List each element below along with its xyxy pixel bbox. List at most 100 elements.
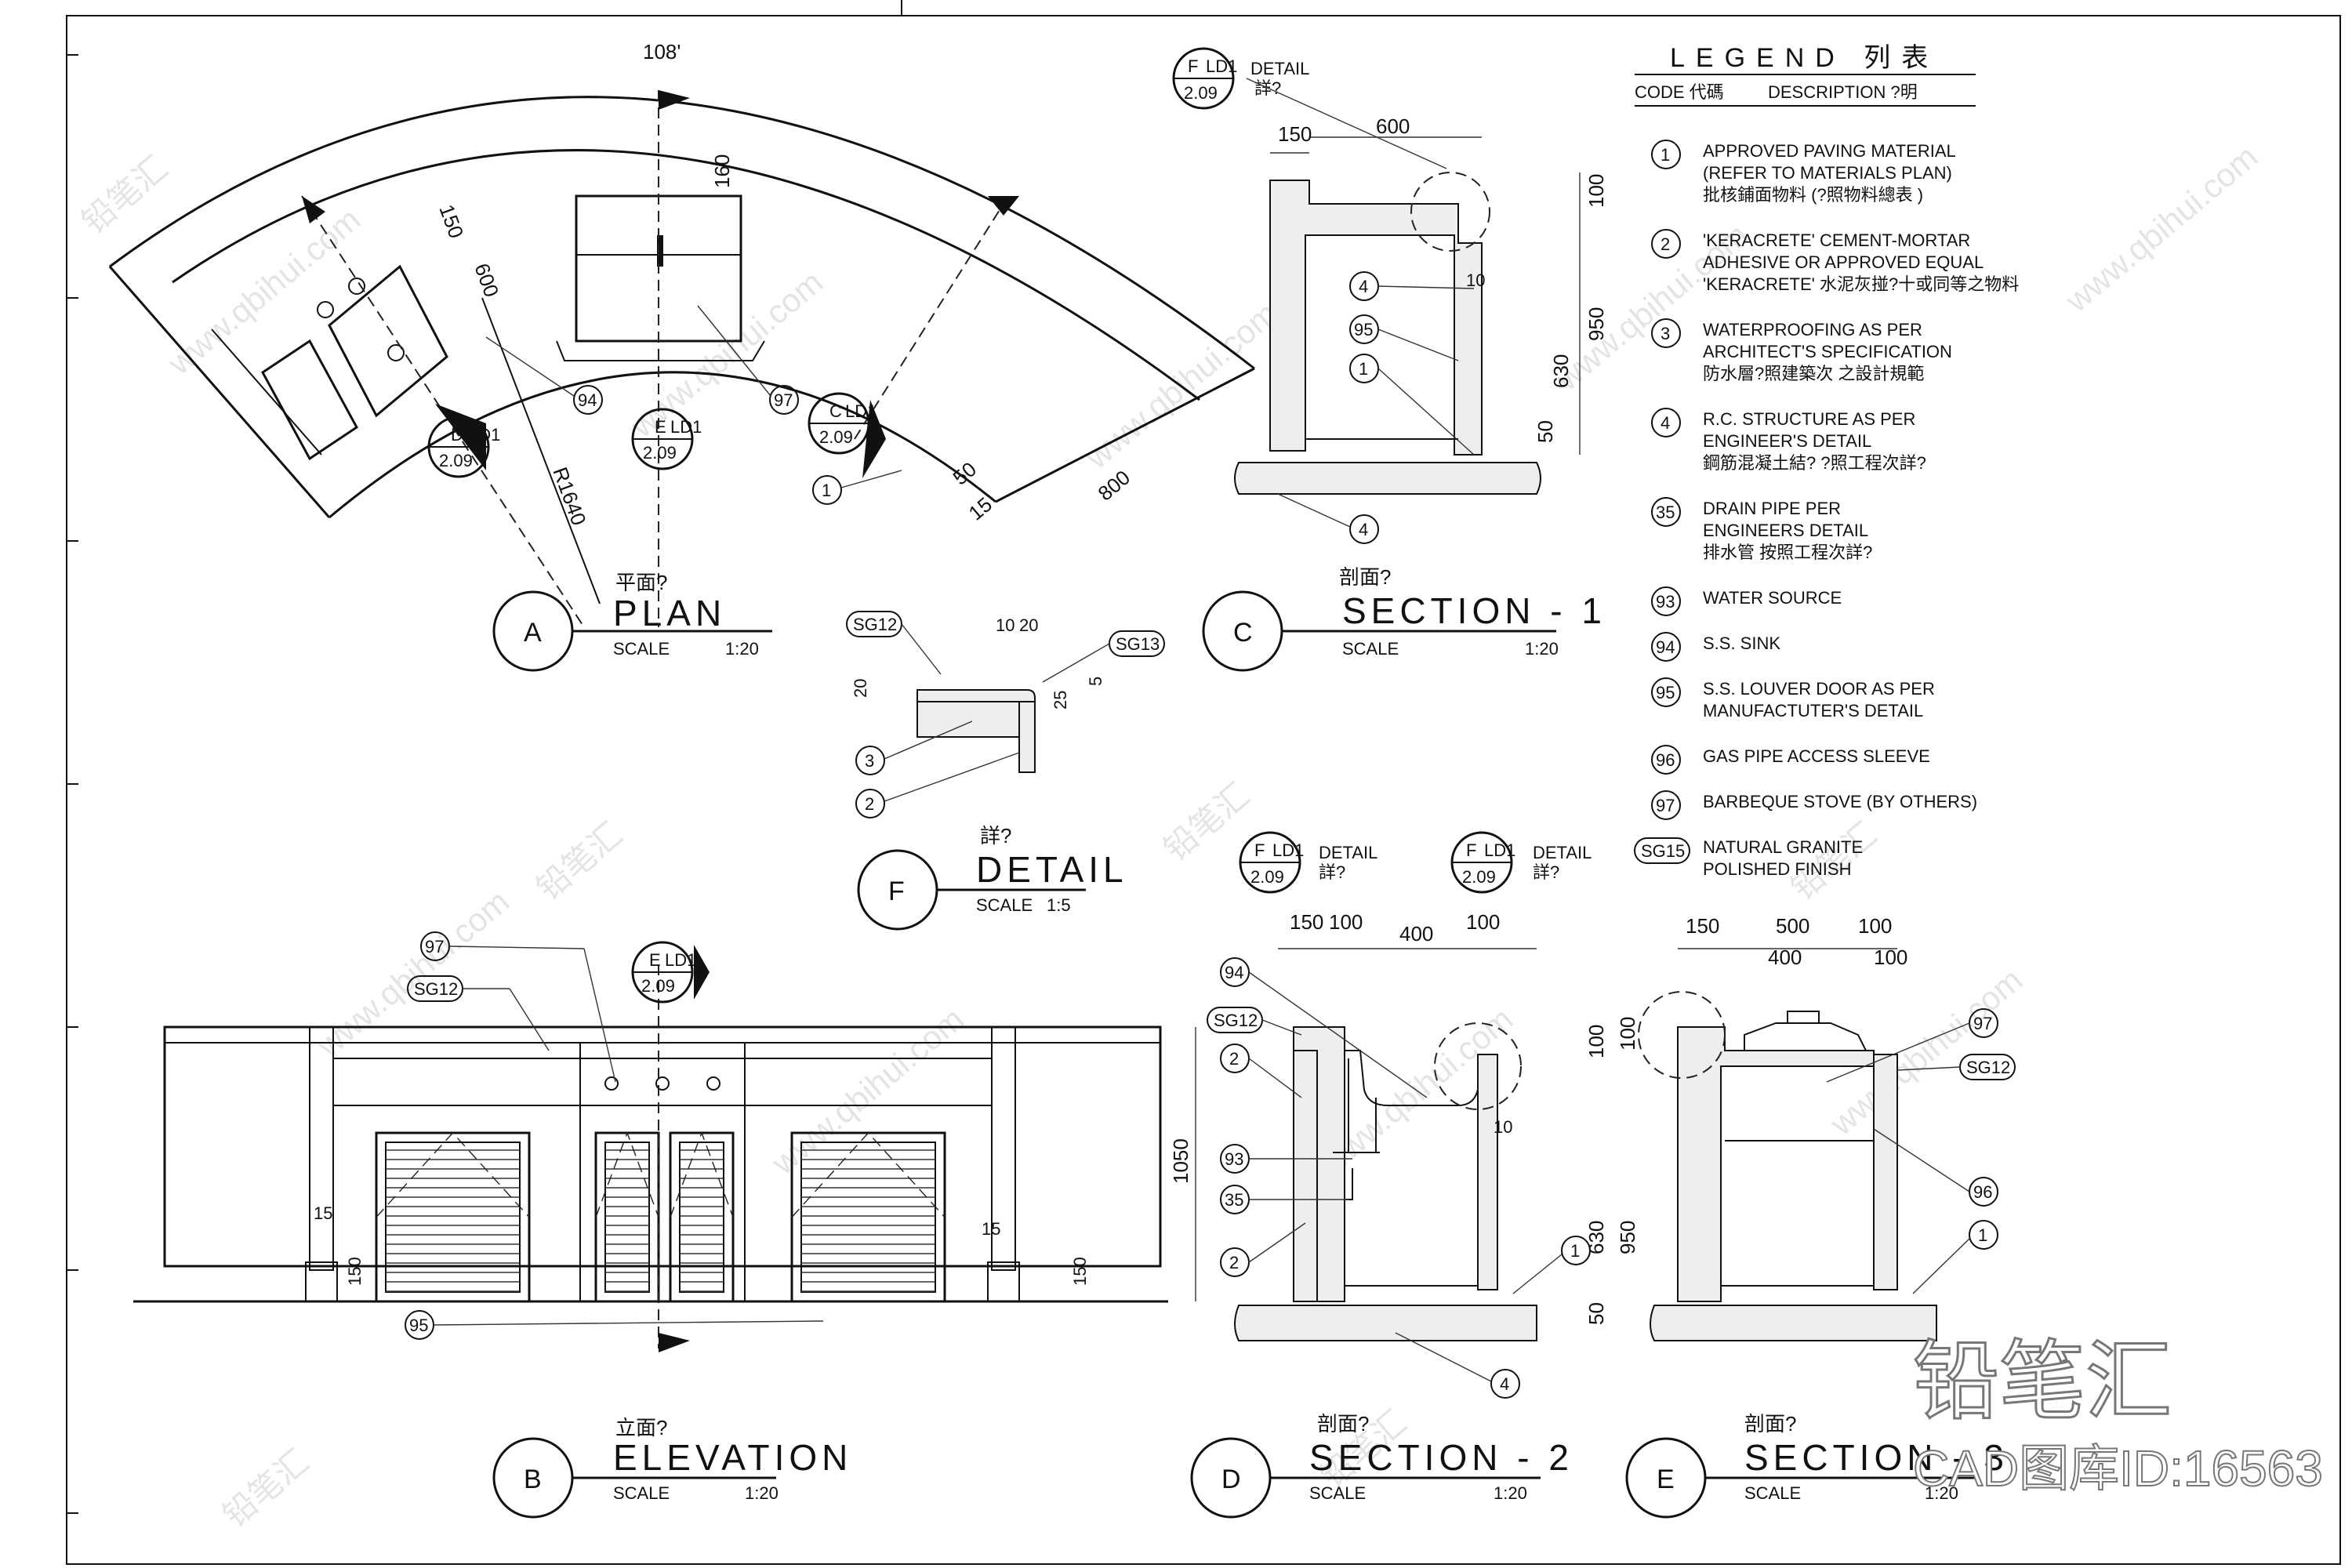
louver-door-right [790, 1131, 946, 1303]
svg-text:2.09: 2.09 [643, 443, 677, 463]
plan-inner-arc [328, 371, 996, 519]
plan-sink-left [261, 339, 358, 461]
svg-text:100: 100 [1584, 1025, 1608, 1058]
plan-outer-arc [109, 96, 1255, 370]
section-marker-C[interactable]: C LD1 2.09 [808, 392, 886, 478]
svg-text:SCALE: SCALE [613, 1483, 670, 1503]
svg-text:1: 1 [1978, 1225, 1987, 1245]
tag-97-B: 97 [420, 931, 616, 1083]
svg-text:2.09: 2.09 [1462, 867, 1496, 887]
svg-text:400: 400 [1399, 922, 1433, 946]
svg-text:630: 630 [1584, 1221, 1608, 1254]
svg-text:96: 96 [1973, 1182, 1992, 1202]
watermark-cn: 铅笔汇 [75, 149, 175, 241]
svg-text:1: 1 [1570, 1241, 1580, 1261]
svg-text:97: 97 [425, 937, 444, 956]
tag-2-D2: 2 [1220, 1222, 1306, 1277]
svg-text:2.09: 2.09 [1250, 867, 1284, 887]
svg-text:150: 150 [434, 201, 468, 241]
legend-description-line: S.S. LOUVER DOOR AS PER [1703, 679, 1935, 699]
detail-callout-D2[interactable]: F LD1 2.09 DETAIL 詳? [1450, 831, 1592, 894]
legend-code-badge [1651, 229, 1681, 259]
legend-description-line: WATERPROOFING AS PER [1703, 320, 1922, 339]
svg-text:詳?: 詳? [1319, 862, 1345, 882]
svg-text:95: 95 [409, 1316, 428, 1335]
svg-text:1:20: 1:20 [1925, 1483, 1958, 1503]
svg-text:95: 95 [1354, 320, 1373, 339]
tag-1-E: 1 [1912, 1220, 1998, 1294]
section-3: 150 500 400 100 100 100 950 97 SG12 96 1… [1616, 914, 2016, 1519]
legend-description-line: 鋼筋混凝土結? ?照工程次詳? [1703, 453, 1926, 473]
svg-text:150: 150 [1070, 1257, 1090, 1286]
section-marker-E[interactable]: E LD1 2.09 [631, 408, 702, 470]
svg-text:C: C [1233, 618, 1253, 648]
svg-text:2: 2 [1229, 1253, 1239, 1272]
legend-description-line: R.C. STRUCTURE AS PER [1703, 409, 1915, 429]
legend-code-badge [1651, 586, 1681, 616]
svg-text:2.09: 2.09 [641, 976, 675, 996]
tag-SG13-F: SG13 [1042, 630, 1165, 683]
svg-text:950: 950 [1584, 307, 1608, 341]
svg-text:50: 50 [1534, 420, 1557, 443]
legend-code: 3 [1661, 324, 1670, 343]
detail-callout-D1[interactable]: F LD1 2.09 DETAIL 詳? [1239, 831, 1377, 894]
detail-callout-top[interactable]: F LD1 2.09 DETAIL 詳? [1172, 47, 1447, 169]
legend-code-badge [1651, 790, 1681, 820]
section-marker-E-elev[interactable]: E LD1 2.09 [631, 941, 710, 1004]
svg-text:2.09: 2.09 [819, 427, 853, 447]
plan-view: R1640 108' 150 600 160 800 50 15 D LD1 2… [108, 40, 1255, 672]
svg-text:100: 100 [1584, 174, 1608, 208]
svg-text:15: 15 [314, 1203, 332, 1223]
legend-item: 3 WATERPROOFING AS PER ARCHITECT'S SPECIFI… [1651, 318, 1952, 383]
svg-text:DETAIL: DETAIL [976, 849, 1128, 890]
svg-text:CAD图库ID:16563: CAD图库ID:16563 [1913, 1440, 2323, 1497]
legend-code-badge [1634, 837, 1690, 864]
svg-text:SG12: SG12 [1214, 1011, 1258, 1030]
svg-text:400: 400 [1768, 946, 1802, 969]
svg-text:LD1: LD1 [1206, 56, 1237, 76]
tag-2-D: 2 [1220, 1044, 1302, 1098]
legend-description-line: MANUFACTUTER'S DETAIL [1703, 701, 1923, 720]
legend-code-badge [1651, 318, 1681, 348]
svg-text:150: 150 [1278, 122, 1312, 146]
watermark-text: www.qbihui.com [310, 883, 516, 1065]
legend-description-line: ADHESIVE OR APPROVED EQUAL [1703, 252, 1984, 272]
tag-97: 97 [697, 305, 799, 415]
section-marker-D[interactable]: D LD1 2.09 [427, 404, 500, 478]
louver-door-mid2 [669, 1131, 735, 1303]
svg-text:1:20: 1:20 [745, 1483, 779, 1503]
svg-text:1:20: 1:20 [1494, 1483, 1527, 1503]
tag-35-D: 35 [1220, 1185, 1348, 1214]
tag-95-B: 95 [405, 1310, 824, 1340]
svg-text:铅笔汇: 铅笔汇 [1913, 1331, 2172, 1432]
border-ticks [67, 0, 902, 1514]
legend-code: 97 [1656, 796, 1675, 815]
svg-text:剖面?: 剖面? [1317, 1412, 1369, 1436]
tag-94: 94 [485, 336, 603, 415]
legend-description-line: ARCHITECT'S SPECIFICATION [1703, 342, 1952, 361]
svg-text:A: A [524, 618, 542, 648]
svg-text:630: 630 [1549, 354, 1573, 388]
svg-text:25: 25 [1051, 691, 1070, 710]
section-2: F LD1 2.09 DETAIL 詳? F LD1 2.09 DETAIL 詳… [1190, 831, 1608, 1519]
svg-text:1050: 1050 [1169, 1138, 1192, 1184]
legend-description-line: POLISHED FINISH [1703, 859, 1851, 879]
tag-94-D: 94 [1220, 957, 1428, 1098]
louver-door-mid [594, 1131, 660, 1303]
svg-text:2: 2 [865, 794, 874, 814]
svg-text:D: D [451, 425, 463, 445]
svg-text:DESCRIPTION ?明: DESCRIPTION ?明 [1768, 82, 1918, 102]
svg-text:600: 600 [1376, 114, 1410, 138]
svg-text:4: 4 [1359, 520, 1368, 539]
watermark-cn: 铅笔汇 [530, 815, 630, 907]
svg-text:立面?: 立面? [615, 1416, 667, 1439]
svg-text:600: 600 [470, 260, 503, 300]
legend-code: 1 [1661, 145, 1670, 165]
legend-code: 2 [1661, 234, 1670, 254]
legend-description-line: DRAIN PIPE PER [1703, 499, 1841, 518]
svg-text:950: 950 [1616, 1221, 1639, 1254]
legend-description-line: 'KERACRETE' 水泥灰掽?十或同等之物料 [1703, 274, 2019, 294]
